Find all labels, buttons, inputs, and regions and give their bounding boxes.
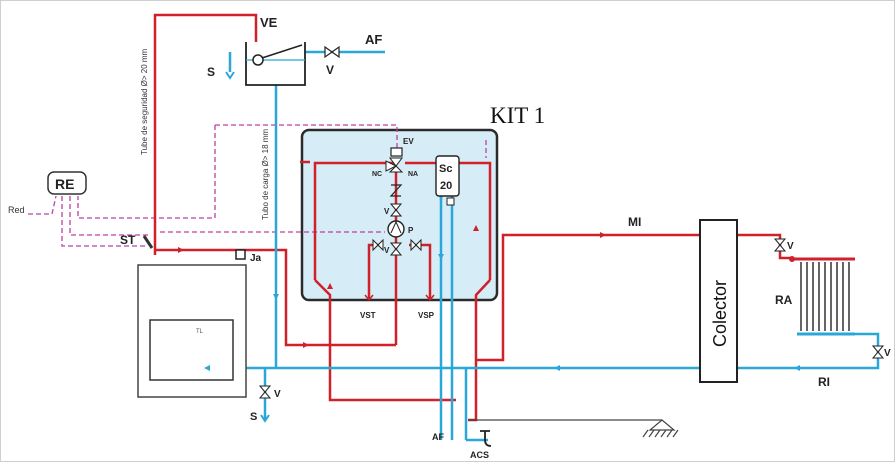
ja-label: Ja: [250, 253, 262, 264]
valve-bottom-icon: [258, 385, 272, 399]
controller-box: [47, 171, 87, 195]
s-bottom-label: S: [250, 411, 257, 423]
ev-label: EV: [403, 137, 414, 146]
valve-ra-bottom-icon: [871, 345, 885, 359]
valve-top-icon: [324, 45, 340, 59]
s-top-label: S: [207, 65, 215, 79]
check-valve-icon: [389, 184, 403, 197]
nc-label: NC: [372, 171, 382, 178]
three-way-valve-icon: [385, 157, 404, 173]
ve-label: VE: [260, 15, 278, 30]
sc-label: Sc: [439, 163, 452, 175]
radiator-icon: [789, 256, 855, 336]
purge-valve-right-icon: [410, 238, 422, 252]
drain-arrow-top: [225, 71, 235, 80]
v-ra-bottom-label: V: [884, 348, 891, 359]
vsp-label: VSP: [418, 311, 435, 320]
na-label: NA: [408, 171, 418, 178]
af-bottom-label: AF: [432, 432, 444, 442]
valve-kit-1-icon: [389, 203, 403, 217]
valve-kit-2-icon: [389, 242, 403, 256]
sc-box: [435, 155, 460, 197]
pump-triangle: [390, 220, 402, 234]
expansion-vessel: [245, 42, 306, 86]
flow-arrows-cold: [204, 254, 800, 371]
kit-label: KIT 1: [490, 103, 545, 128]
tap-icon: [480, 430, 492, 447]
af-top-label: AF: [365, 32, 382, 47]
ground-symbol-icon: [468, 419, 679, 438]
v-bottom-label: V: [274, 389, 281, 400]
mi-label: MI: [628, 215, 641, 229]
v-top-label: V: [326, 63, 334, 77]
boiler-screen-label: TL: [196, 329, 204, 335]
ri-label: RI: [818, 375, 830, 389]
sc-20-label: 20: [440, 180, 452, 192]
v-kit-2-label: V: [384, 246, 390, 255]
p-label: P: [408, 226, 414, 235]
st-sensor: [142, 235, 154, 249]
hot-outlet-right: [425, 294, 435, 301]
collector-box: [699, 219, 738, 383]
sc-sensor: [446, 197, 455, 206]
ja-box: [235, 249, 246, 260]
safety-tube-label: Tube de seguridad Ø> 20 mm: [140, 48, 149, 155]
acs-label: ACS: [470, 450, 489, 460]
hot-outlet-left: [364, 294, 374, 301]
v-kit-1-label: V: [384, 207, 390, 216]
re-label: RE: [55, 176, 74, 192]
collector-label: Colector: [710, 280, 730, 347]
ev-box: [390, 147, 403, 157]
vst-label: VST: [360, 311, 376, 320]
boiler-screen: [149, 319, 234, 381]
drain-arrow-bottom: [260, 414, 270, 423]
load-tube-label: Tubo de carga Ø> 18 mm: [261, 129, 270, 220]
purge-valve-left-icon: [372, 238, 384, 252]
st-label: ST: [120, 233, 136, 247]
ra-label: RA: [775, 293, 793, 307]
v-ra-top-label: V: [787, 241, 794, 252]
flow-arrows: [178, 225, 606, 348]
valve-ra-top-icon: [773, 238, 787, 252]
red-label: Red: [8, 205, 25, 215]
